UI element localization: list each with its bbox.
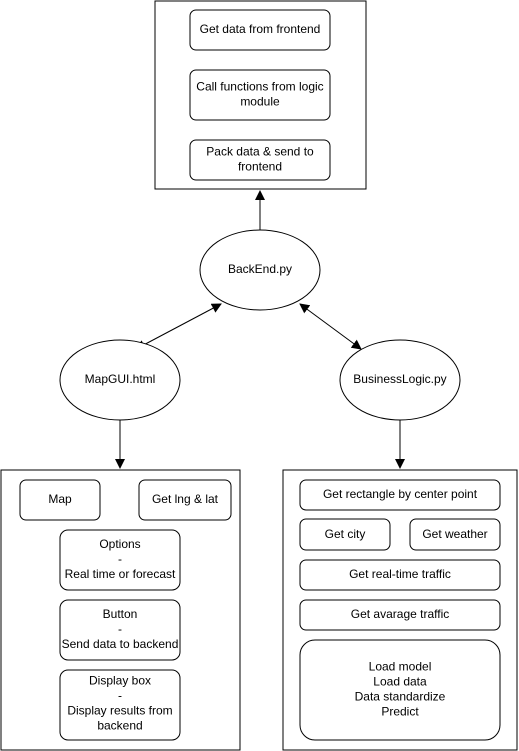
label-line: Display box xyxy=(89,674,151,688)
backend-node xyxy=(199,229,321,311)
rectangle-label: Get rectangle by center point xyxy=(323,487,478,501)
button-box xyxy=(59,599,181,661)
realtime-traffic-box xyxy=(299,559,501,591)
model-steps-box xyxy=(299,639,501,741)
label-line: - xyxy=(118,622,122,636)
label-line: Options xyxy=(99,537,140,551)
label-line: backend xyxy=(97,719,142,733)
map-label: Map xyxy=(48,492,72,506)
label-line: Get data from frontend xyxy=(200,22,321,36)
label-line: frontend xyxy=(238,160,282,174)
options-box xyxy=(59,529,181,591)
label-line: Display results from xyxy=(67,704,172,718)
backend-node-label: BackEnd.py xyxy=(228,262,292,276)
label-line: - xyxy=(118,552,122,566)
backend-business-arrow xyxy=(299,303,362,350)
weather-label: Get weather xyxy=(422,527,487,541)
label-line: Button xyxy=(103,607,138,621)
label-line: Real time or forecast xyxy=(65,567,176,581)
average-traffic-label: Get avarage traffic xyxy=(351,607,450,621)
display-box-box xyxy=(59,669,181,741)
button-label: Button-Send data to backend xyxy=(62,607,179,651)
city-box xyxy=(299,518,391,551)
label-line: Predict xyxy=(381,705,419,719)
label-line: Data standardize xyxy=(355,690,446,704)
step-call-functions-box xyxy=(189,69,331,121)
step-get-data-box xyxy=(189,9,331,51)
label-line: Pack data & send to xyxy=(206,145,314,159)
label-line: Load data xyxy=(373,675,427,689)
city-label: Get city xyxy=(325,527,366,541)
realtime-traffic-label: Get real-time traffic xyxy=(349,567,451,581)
step-get-data-label: Get data from frontend xyxy=(200,22,321,36)
step-pack-data-box xyxy=(189,139,331,181)
label-line: - xyxy=(118,689,122,703)
get-lng-lat-box xyxy=(138,479,232,521)
label-line: Load model xyxy=(369,660,432,674)
get-lng-lat-label: Get lng & lat xyxy=(152,492,219,506)
mapgui-node xyxy=(59,339,181,421)
rectangle-box xyxy=(299,479,501,511)
options-label: Options-Real time or forecast xyxy=(65,537,176,581)
map-box xyxy=(19,479,101,521)
weather-box xyxy=(409,518,501,551)
label-line: module xyxy=(240,95,280,109)
business-node xyxy=(339,339,461,421)
mapgui-node-label: MapGUI.html xyxy=(85,372,156,386)
label-line: Send data to backend xyxy=(62,637,179,651)
label-line: Call functions from logic xyxy=(196,80,323,94)
business-node-label: BusinessLogic.py xyxy=(353,372,446,386)
mapgui-backend-arrow xyxy=(135,303,222,350)
average-traffic-box xyxy=(299,599,501,631)
